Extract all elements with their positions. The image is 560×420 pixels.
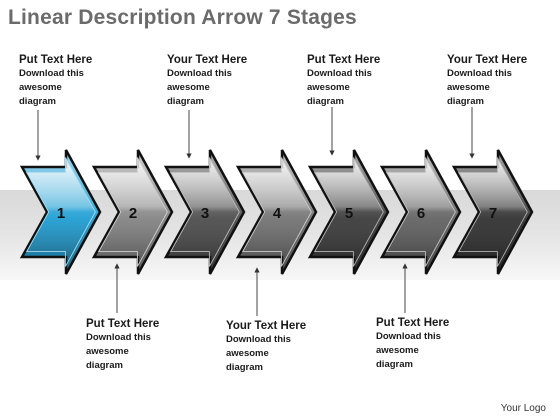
callout-text: Download this awesome diagram [447,68,512,107]
callout-text: Download this awesome diagram [167,68,232,107]
stage-arrow-shine [241,157,312,267]
callout-top-2: Your Text Here Download this awesome dia… [167,53,287,109]
page-title: Linear Description Arrow 7 Stages [8,6,357,29]
stage-arrow-shine [25,157,96,267]
callout-bottom-3: Put Text Here Download this awesome diag… [376,316,496,372]
callout-text: Download this awesome diagram [307,68,372,107]
stage-arrow-3: 3 [163,149,246,275]
stage-arrow-shine [457,157,528,267]
stage-arrow-2: 2 [91,149,174,275]
stage-number: 6 [417,205,425,222]
callout-bottom-1: Put Text Here Download this awesome diag… [86,317,206,373]
callout-bottom-2: Your Text Here Download this awesome dia… [226,319,346,375]
stage-arrow-5: 5 [307,149,390,275]
stage-arrow-4: 4 [235,149,318,275]
stage-number: 4 [273,205,282,222]
stage-arrow-1: 1 [19,149,102,275]
stage-number: 1 [57,205,65,222]
callout-heading: Your Text Here [226,320,307,332]
stage-number: 7 [489,205,497,222]
stage-arrow-shine [97,157,168,267]
callout-text: Download this awesome diagram [226,334,291,373]
stage-arrow-shine [385,157,456,267]
stage-arrows: 1 2 3 4 5 6 7 [19,149,534,275]
callout-text: Download this awesome diagram [19,68,84,107]
callout-top-4: Your Text Here Download this awesome dia… [447,53,560,109]
stage-arrow-shine [313,157,384,267]
stage-number: 2 [129,205,137,222]
stage-arrow-7: 7 [451,149,534,275]
stage-arrow-shine [169,157,240,267]
callout-top-3: Put Text Here Download this awesome diag… [307,53,427,109]
logo-text: Your Logo [500,403,546,414]
callout-heading: Put Text Here [376,317,450,329]
callout-text: Download this awesome diagram [86,332,151,371]
callout-heading: Your Text Here [447,54,528,66]
callout-text: Download this awesome diagram [376,331,441,370]
callout-heading: Your Text Here [167,54,248,66]
callout-heading: Put Text Here [19,54,93,66]
stage-number: 3 [201,205,209,222]
callout-heading: Put Text Here [86,318,160,330]
callout-heading: Put Text Here [307,54,381,66]
callout-top-1: Put Text Here Download this awesome diag… [19,53,139,109]
stage-arrow-6: 6 [379,149,462,275]
stage-number: 5 [345,205,353,222]
